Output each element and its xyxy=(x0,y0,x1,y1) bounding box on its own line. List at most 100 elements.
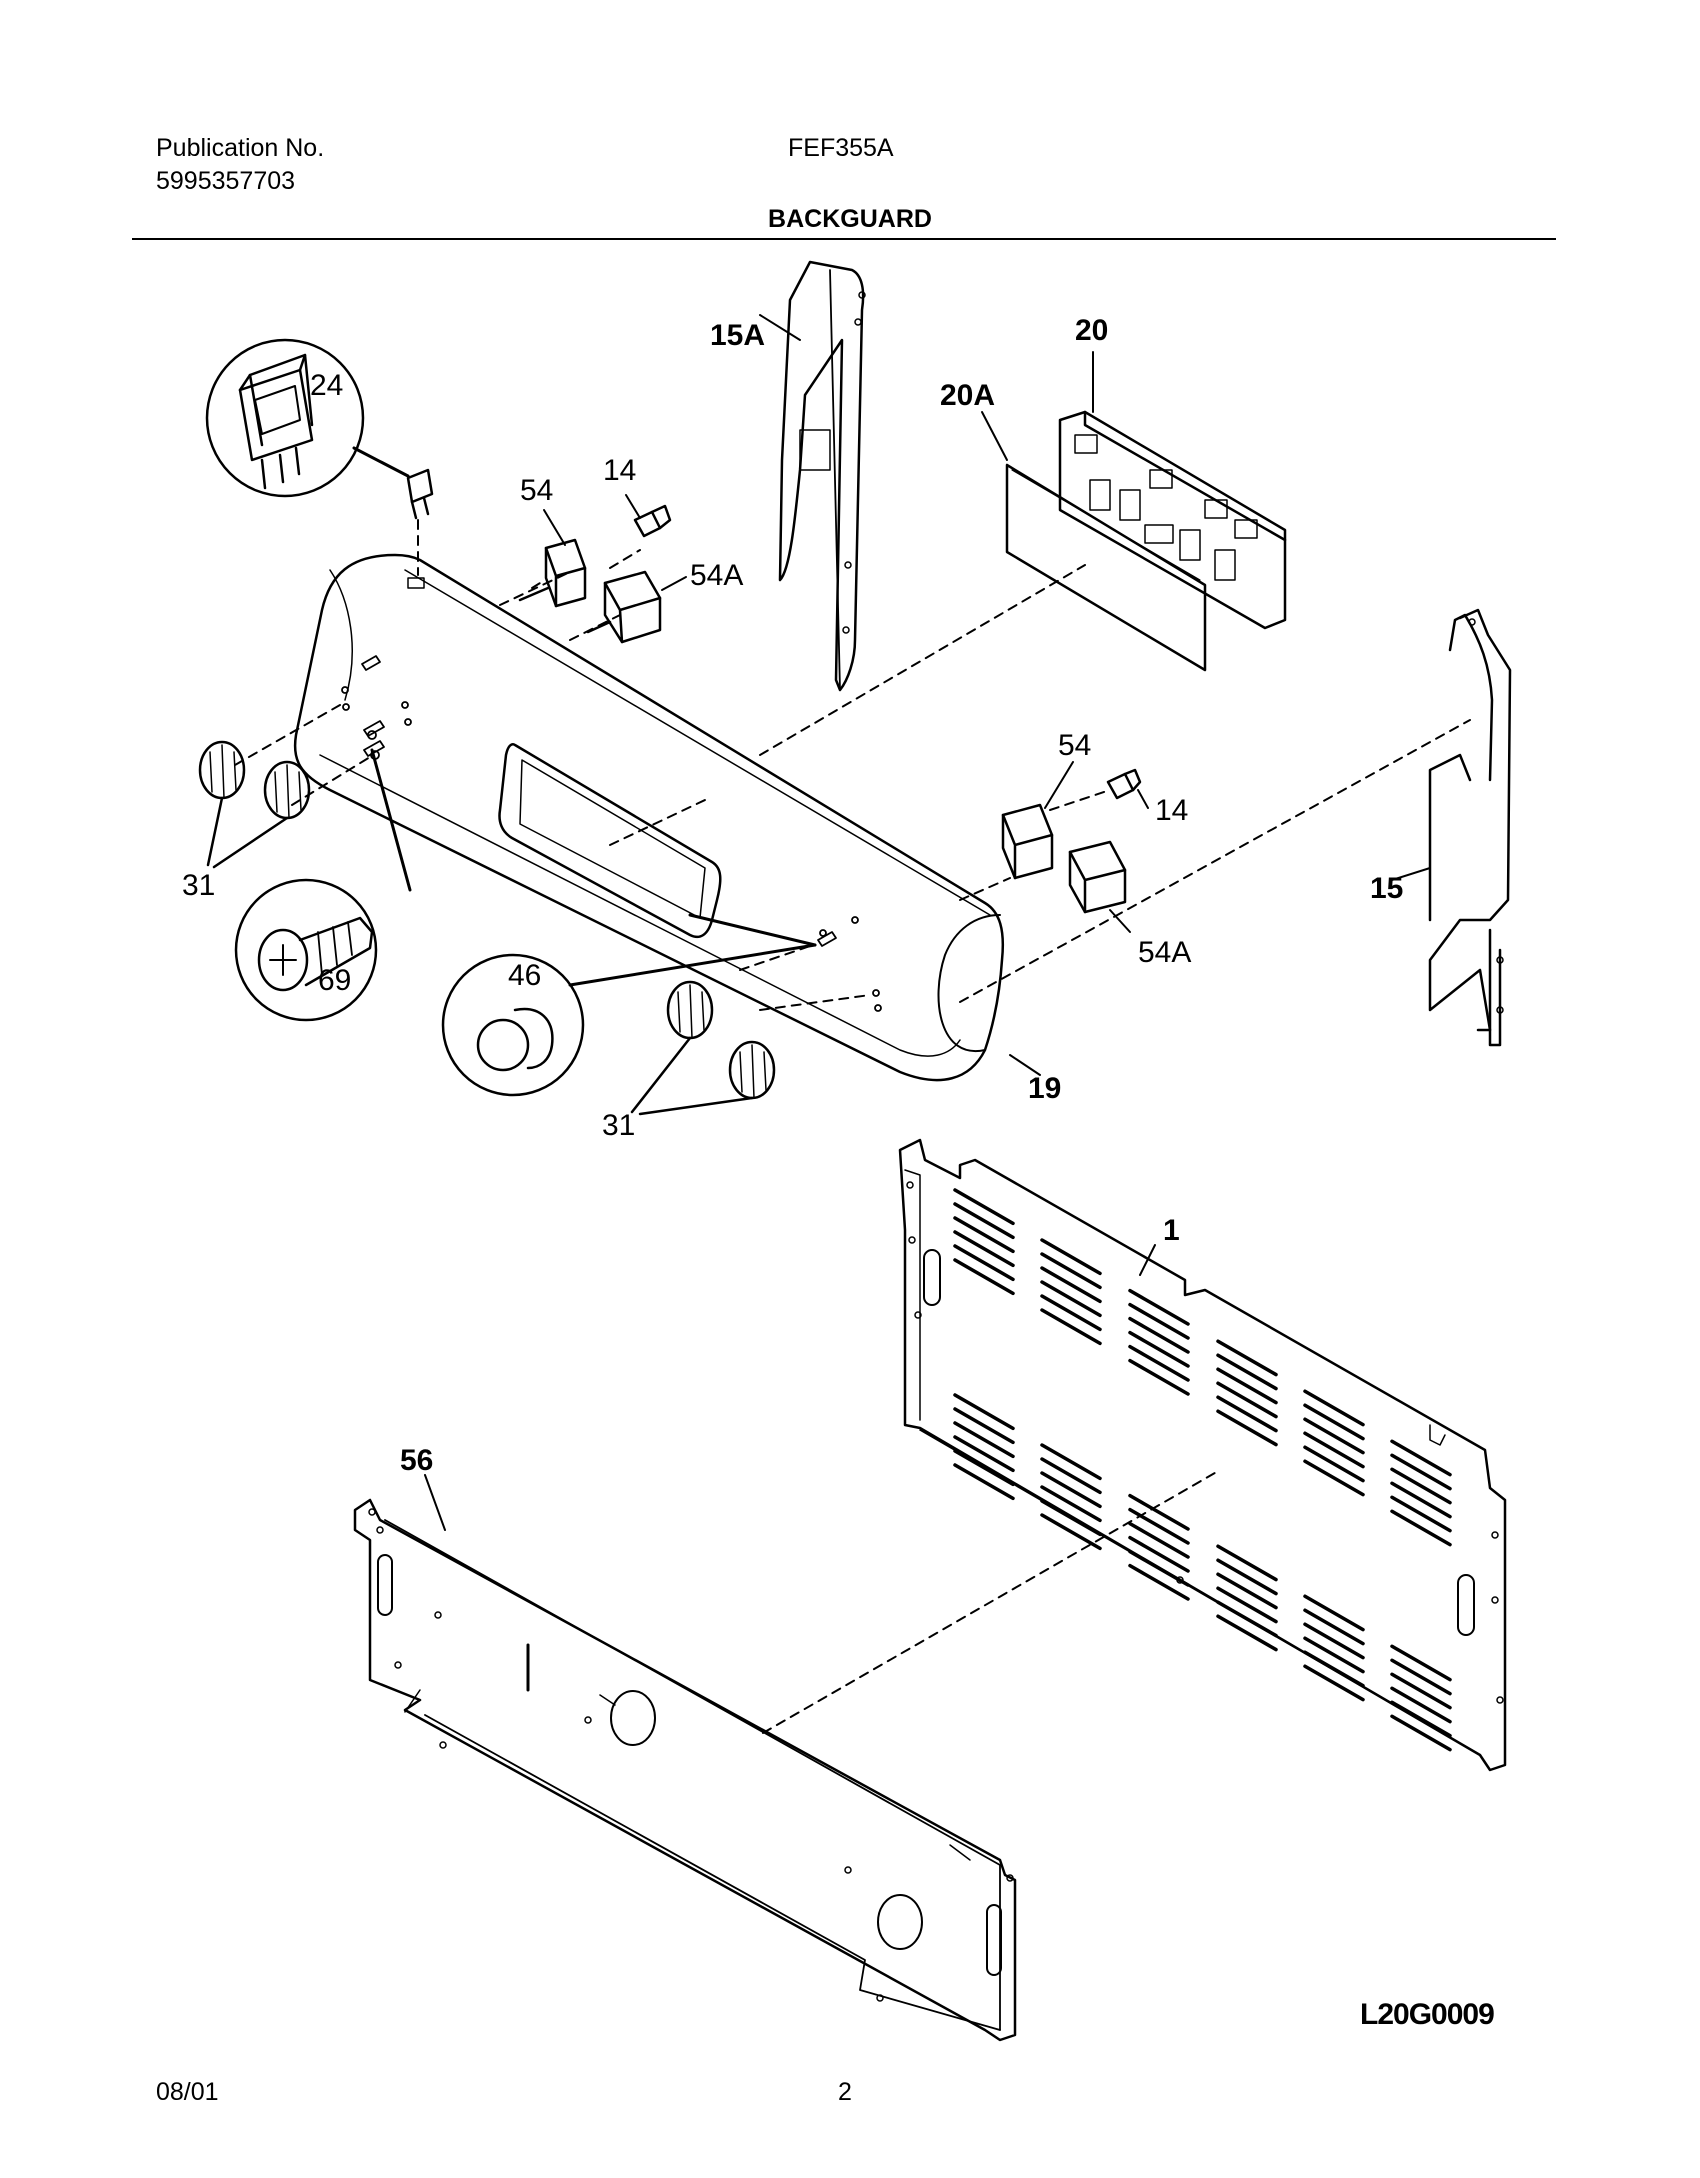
vent-slot xyxy=(1216,1544,1278,1582)
vent-slot xyxy=(1216,1367,1278,1405)
vent-slot xyxy=(1216,1586,1278,1624)
vent-slot xyxy=(1216,1395,1278,1433)
vent-slot xyxy=(1040,1499,1102,1537)
vent-slot xyxy=(1303,1403,1365,1441)
screw-detail-69 xyxy=(234,748,412,1022)
vent-slot xyxy=(1128,1302,1190,1340)
vent-slot xyxy=(953,1188,1015,1226)
vent-slot xyxy=(1040,1308,1102,1346)
vent-slot xyxy=(1040,1294,1102,1332)
vent-slot xyxy=(1040,1266,1102,1304)
vent-slot xyxy=(953,1407,1015,1445)
vent-slot xyxy=(1390,1439,1452,1477)
lower-panel-56 xyxy=(353,1498,1017,2042)
vent-slot xyxy=(953,1244,1015,1282)
vent-slot xyxy=(1216,1614,1278,1652)
assembly-dashed-lines xyxy=(234,519,1471,1734)
vent-slot xyxy=(1040,1485,1102,1523)
callout-1: 1 xyxy=(1163,1214,1180,1247)
vent-slot xyxy=(953,1393,1015,1431)
publication-label: Publication No. xyxy=(156,134,325,162)
vent-slot xyxy=(1303,1650,1365,1688)
vent-slot xyxy=(1128,1563,1190,1601)
vent-slot xyxy=(1128,1288,1190,1326)
vent-slot xyxy=(1128,1521,1190,1559)
vent-slot xyxy=(1040,1457,1102,1495)
vent-slot xyxy=(1303,1389,1365,1427)
terminal-clip-lower-14 xyxy=(1106,768,1142,800)
vent-slot xyxy=(1216,1353,1278,1391)
vent-slot xyxy=(1303,1431,1365,1469)
vent-slot xyxy=(1128,1507,1190,1545)
backguard-panel xyxy=(293,553,1005,1082)
knob-upper-left xyxy=(198,740,246,800)
vent-slot xyxy=(1303,1608,1365,1646)
callout-20A: 20A xyxy=(940,379,995,412)
rocker-switch xyxy=(205,338,434,520)
model-number: FEF355A xyxy=(788,134,894,162)
callout-69: 69 xyxy=(318,964,351,997)
vent-slot xyxy=(953,1258,1015,1296)
footer-date: 08/01 xyxy=(156,2078,219,2106)
callout-14-upper: 14 xyxy=(603,454,636,487)
vent-slot xyxy=(953,1202,1015,1240)
vent-slot xyxy=(1040,1513,1102,1551)
vent-slot xyxy=(1216,1558,1278,1596)
vent-slot xyxy=(953,1463,1015,1501)
vent-slot xyxy=(1390,1481,1452,1519)
vent-slot xyxy=(1303,1622,1365,1660)
vent-slot xyxy=(1040,1252,1102,1290)
vent-slot xyxy=(1303,1459,1365,1497)
vent-slot xyxy=(1128,1549,1190,1587)
vent-slot xyxy=(1128,1535,1190,1573)
publication-number: 5995357703 xyxy=(156,167,296,195)
callout-labels: 24 54 14 54A 15A 20A 20 31 69 46 54 14 5… xyxy=(182,314,1403,1477)
vent-slot xyxy=(1216,1381,1278,1419)
callout-56: 56 xyxy=(400,1444,433,1477)
vent-slot xyxy=(953,1435,1015,1473)
vent-slot xyxy=(953,1421,1015,1459)
infinite-switch-lower-54A xyxy=(1068,840,1127,914)
vent-slot xyxy=(1040,1280,1102,1318)
callout-54A-lower: 54A xyxy=(1138,936,1191,969)
infinite-switch-upper-54 xyxy=(518,538,587,608)
header-rule xyxy=(132,238,1556,240)
side-trim-15A xyxy=(778,260,866,692)
side-trim-15 xyxy=(1428,608,1512,1047)
vent-slots xyxy=(953,1188,1452,1752)
vent-slot xyxy=(1390,1509,1452,1547)
footer-page-number: 2 xyxy=(838,2078,852,2106)
vent-slot xyxy=(1390,1672,1452,1710)
vent-slot xyxy=(1128,1316,1190,1354)
vent-slot xyxy=(1216,1572,1278,1610)
vent-slot xyxy=(1128,1493,1190,1531)
vent-slot xyxy=(1390,1495,1452,1533)
infinite-switch-lower-54 xyxy=(1001,803,1054,880)
callout-46: 46 xyxy=(508,959,541,992)
vent-slot xyxy=(1390,1714,1452,1752)
callout-15: 15 xyxy=(1370,872,1403,905)
vent-slot xyxy=(953,1449,1015,1487)
callout-54-upper: 54 xyxy=(520,474,553,507)
vent-slot xyxy=(1303,1594,1365,1632)
button-detail-46 xyxy=(441,913,817,1097)
control-knobs-31 xyxy=(198,740,776,1116)
vent-slot xyxy=(1390,1686,1452,1724)
callout-24: 24 xyxy=(310,369,343,402)
vent-slot xyxy=(1128,1358,1190,1396)
switch-detail-circle xyxy=(205,338,365,498)
vent-slot xyxy=(1390,1467,1452,1505)
vent-slot xyxy=(1040,1443,1102,1481)
electronic-control-board-20 xyxy=(1058,410,1287,630)
vent-slot xyxy=(1216,1339,1278,1377)
callout-19: 19 xyxy=(1028,1072,1061,1105)
leader-lines xyxy=(424,314,1431,1531)
vent-slot xyxy=(1128,1344,1190,1382)
knob-lower-left xyxy=(666,980,714,1040)
callout-20: 20 xyxy=(1075,314,1108,347)
section-title: BACKGUARD xyxy=(768,205,932,233)
callout-14-lower: 14 xyxy=(1155,794,1188,827)
terminal-clip-upper-14 xyxy=(633,504,672,538)
vent-slot xyxy=(1128,1330,1190,1368)
